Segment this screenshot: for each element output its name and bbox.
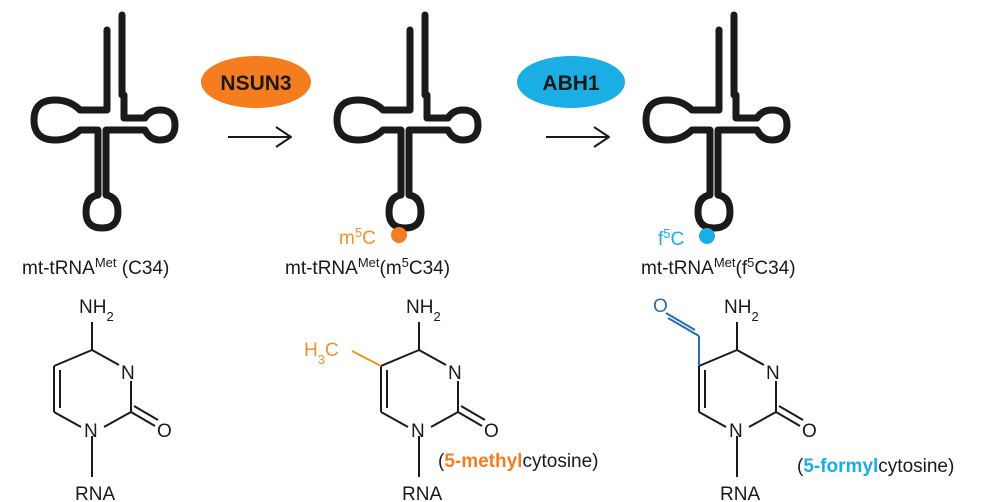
enzyme-abh1: ABH1	[517, 56, 625, 108]
rna-label: RNA	[75, 484, 115, 502]
trna-cloverleaf-3	[642, 11, 791, 232]
nh2-label: NH2	[79, 297, 114, 324]
f5c-dot	[699, 228, 715, 244]
methyl-bond	[351, 350, 382, 367]
nsun3-label: NSUN3	[220, 72, 291, 95]
o2-label: O	[802, 421, 817, 442]
n1-label: N	[84, 421, 98, 442]
nsun3-ellipse	[201, 56, 311, 108]
cytosine-structure: NH2 N N O RNA	[53, 297, 172, 502]
abh1-label: ABH1	[542, 72, 599, 95]
rna-label: RNA	[402, 484, 442, 502]
name-5-formylcytosine: (5-formylcytosine)	[797, 456, 954, 477]
enzyme-nsun3: NSUN3	[201, 56, 311, 108]
nh2-label: NH2	[724, 297, 759, 324]
rna-label: RNA	[720, 484, 760, 502]
arrow-2	[546, 126, 610, 148]
n3-label: N	[121, 363, 135, 384]
trna-cloverleaf-2	[333, 11, 482, 232]
formyl-bonds	[665, 312, 700, 366]
arrow-1	[228, 126, 292, 148]
o2-label: O	[484, 421, 499, 442]
m5c-label: m5C	[339, 225, 376, 250]
trna-caption-3: mt-tRNAMet(f5C34)	[641, 255, 796, 280]
f5c-label: f5C	[658, 226, 684, 251]
m5c-dot	[391, 227, 407, 243]
n1-label: N	[729, 421, 743, 442]
o2-label: O	[157, 421, 172, 442]
trna-caption-2: mt-tRNAMet(m5C34)	[285, 255, 450, 280]
abh1-ellipse	[517, 56, 625, 108]
formylcytosine-structure: O NH2 N N O RNA	[653, 296, 817, 502]
name-5-methylcytosine: (5-methylcytosine)	[438, 451, 599, 472]
nh2-label: NH2	[406, 297, 441, 324]
methylcytosine-structure: H3C NH2 N N O RNA	[304, 297, 499, 502]
h3c-label: H3C	[304, 340, 339, 367]
n3-label: N	[448, 363, 462, 384]
trna-caption-1: mt-tRNAMet (C34)	[22, 255, 169, 280]
formyl-o-label: O	[653, 296, 668, 317]
n3-label: N	[766, 363, 780, 384]
trna-cloverleaf-1	[30, 11, 179, 232]
n1-label: N	[411, 421, 425, 442]
